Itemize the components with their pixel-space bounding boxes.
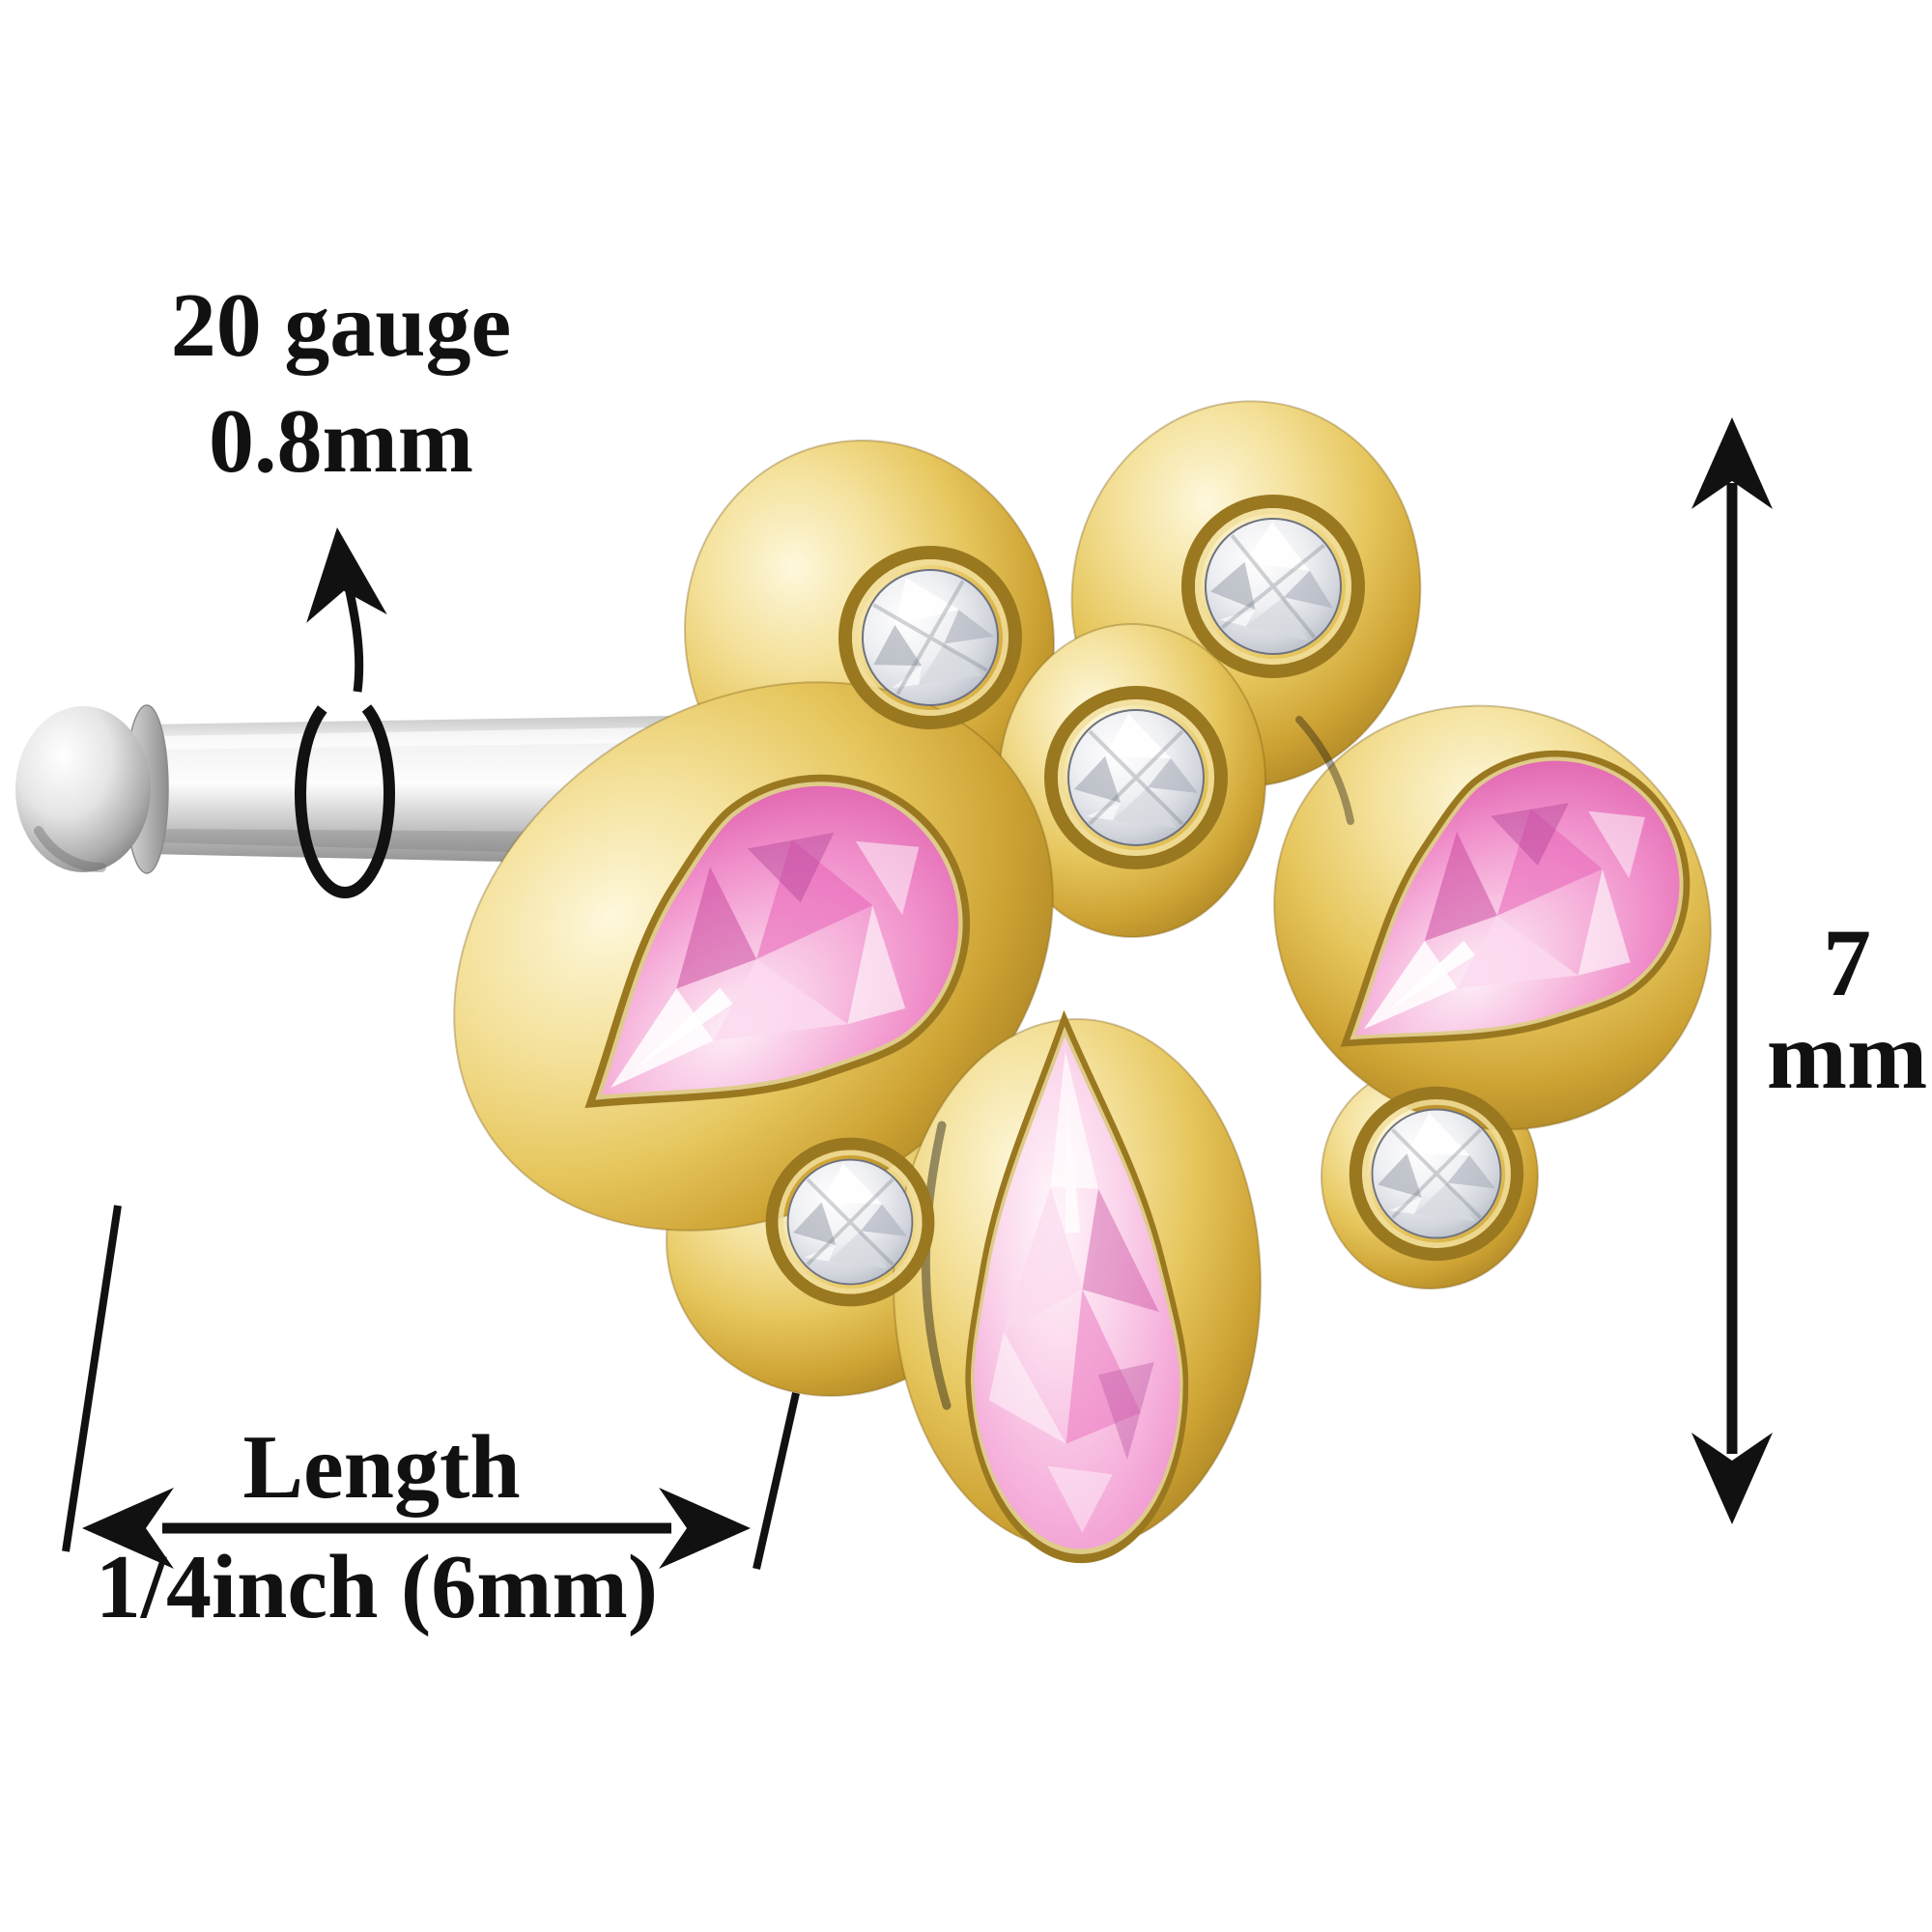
height-value-label: 7 (1823, 909, 1871, 1016)
gauge-ellipse-icon (295, 690, 395, 898)
length-value-label: 1/4inch (6mm) (96, 1537, 658, 1637)
gem-clear-center (1051, 693, 1221, 863)
crevice-left (921, 1121, 952, 1410)
length-arrowhead-right-icon (659, 1488, 751, 1569)
nose-pin (15, 704, 729, 874)
length-extension-line-right (753, 1392, 800, 1570)
pin-ball-shade (34, 826, 106, 872)
length-extension-line-left (62, 1205, 122, 1552)
gauge-label-line1: 20 gauge (171, 275, 512, 376)
length-label: Length (242, 1417, 520, 1518)
height-unit-label: mm (1767, 1002, 1928, 1109)
gem-clear-right (1355, 1093, 1517, 1254)
height-dimension (1691, 417, 1773, 1524)
crevice-right (1295, 716, 1354, 825)
pin-shaft-highlight (155, 726, 715, 750)
length-dimension (62, 1205, 800, 1570)
gauge-arrowhead-icon (297, 523, 387, 623)
gem-clear-bottom-left (772, 1144, 928, 1300)
gauge-annotation (295, 523, 395, 898)
paw-stud (453, 400, 1791, 1552)
gauge-label-line2: 0.8mm (209, 391, 473, 492)
pin-ball (15, 706, 151, 872)
